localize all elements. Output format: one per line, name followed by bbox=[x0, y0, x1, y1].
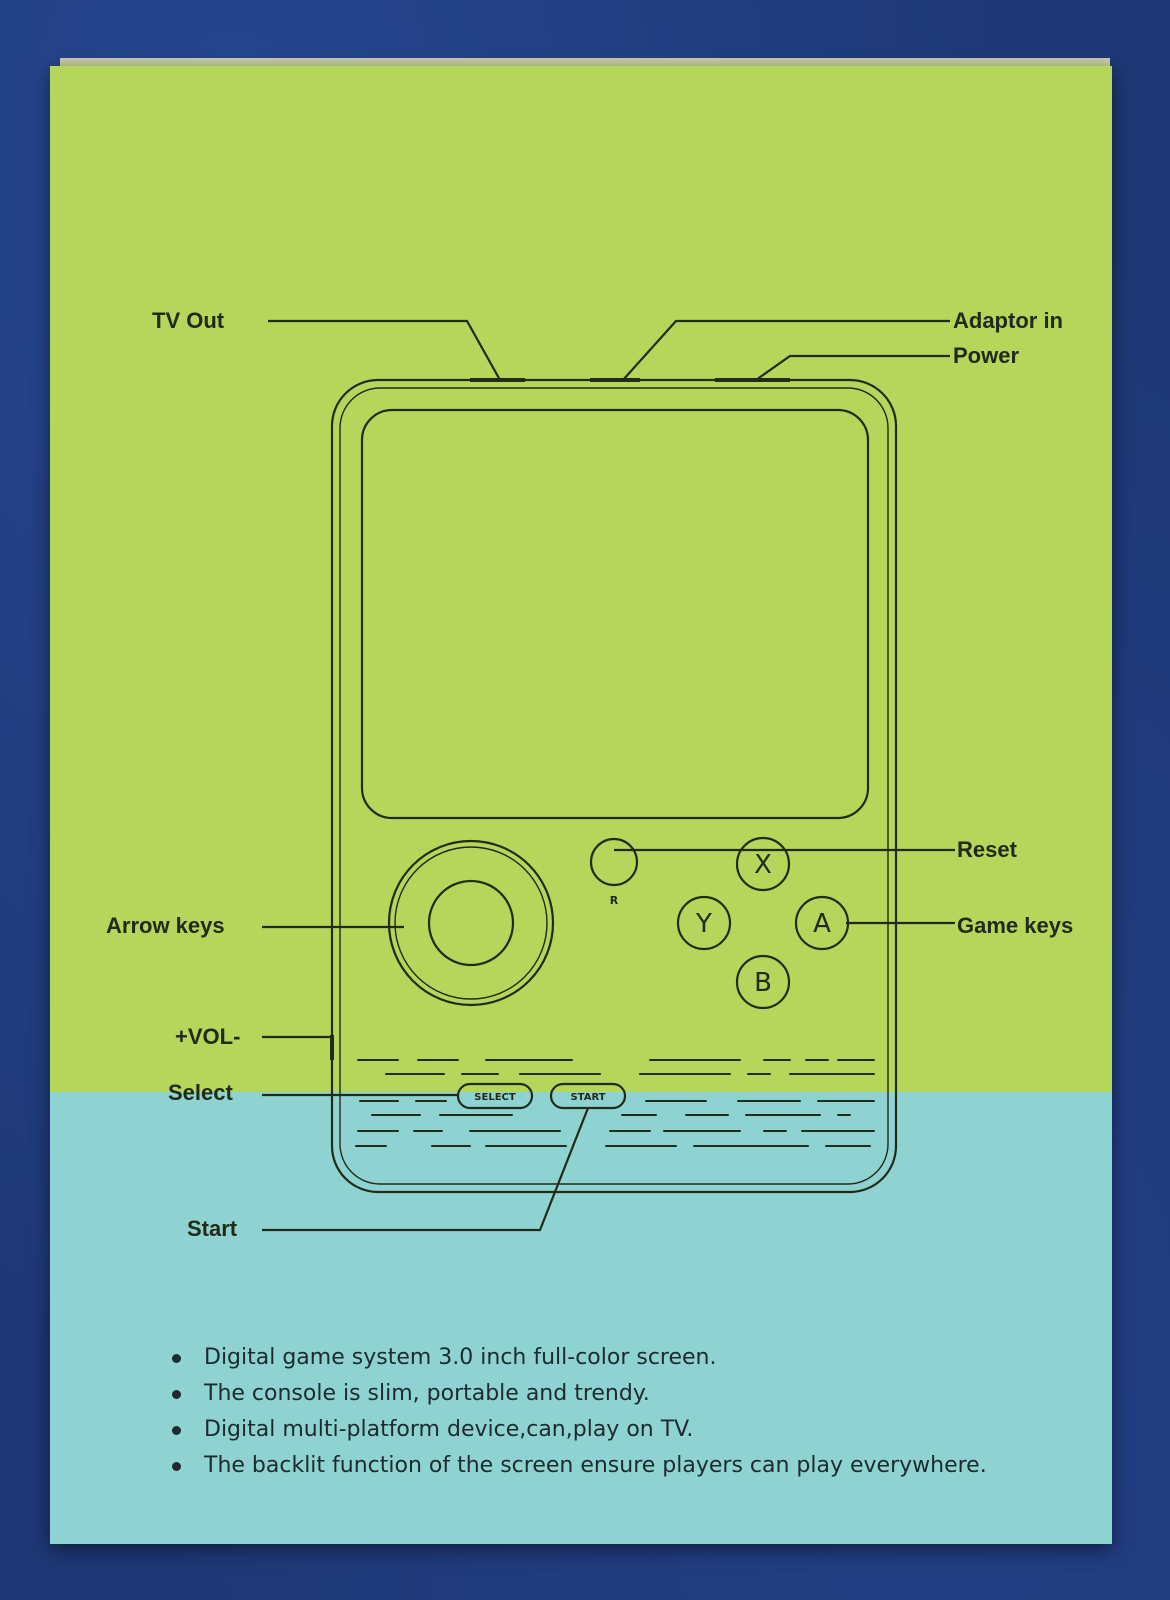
product-box-back bbox=[50, 66, 1112, 1544]
start-pill-text: START bbox=[570, 1092, 605, 1103]
feature-item: Digital multi-platform device,can,play o… bbox=[172, 1412, 987, 1448]
arrow-pad-outer bbox=[387, 839, 555, 1007]
label-adaptor-in: Adaptor in bbox=[953, 308, 1063, 333]
bullet-icon bbox=[172, 1462, 181, 1471]
x-button bbox=[735, 836, 791, 892]
box-teal-panel bbox=[50, 1092, 1112, 1544]
b-button bbox=[735, 954, 791, 1010]
feature-item: The backlit function of the screen ensur… bbox=[172, 1448, 987, 1484]
console-body bbox=[330, 378, 898, 1194]
feature-list: Digital game system 3.0 inch full-color … bbox=[172, 1340, 987, 1484]
label-tv-out: TV Out bbox=[152, 308, 225, 333]
box-green-panel bbox=[50, 66, 1112, 1092]
label-game-keys: Game keys bbox=[957, 913, 1074, 938]
y-letter: Y bbox=[695, 909, 712, 939]
label-arrow-keys: Arrow keys bbox=[106, 913, 225, 938]
label-vol: +VOL- bbox=[175, 1024, 241, 1049]
bullet-icon bbox=[172, 1426, 181, 1435]
arrow-pad-inner bbox=[427, 879, 515, 967]
x-letter: X bbox=[754, 850, 772, 880]
label-start: Start bbox=[187, 1216, 238, 1241]
bullet-icon bbox=[172, 1390, 181, 1399]
b-letter: B bbox=[754, 968, 772, 998]
feature-item: Digital game system 3.0 inch full-color … bbox=[172, 1340, 987, 1376]
y-button bbox=[676, 895, 732, 951]
bullet-icon bbox=[172, 1354, 181, 1363]
label-select: Select bbox=[168, 1080, 233, 1105]
label-power: Power bbox=[953, 343, 1020, 368]
speaker-grille bbox=[355, 1059, 875, 1147]
a-letter: A bbox=[813, 909, 831, 939]
screen-outline bbox=[360, 408, 870, 820]
feature-item: The console is slim, portable and trendy… bbox=[172, 1376, 987, 1412]
select-pill-text: SELECT bbox=[474, 1092, 516, 1103]
label-reset: Reset bbox=[957, 837, 1017, 862]
reset-letter: R bbox=[610, 894, 619, 907]
reset-button bbox=[589, 837, 639, 887]
